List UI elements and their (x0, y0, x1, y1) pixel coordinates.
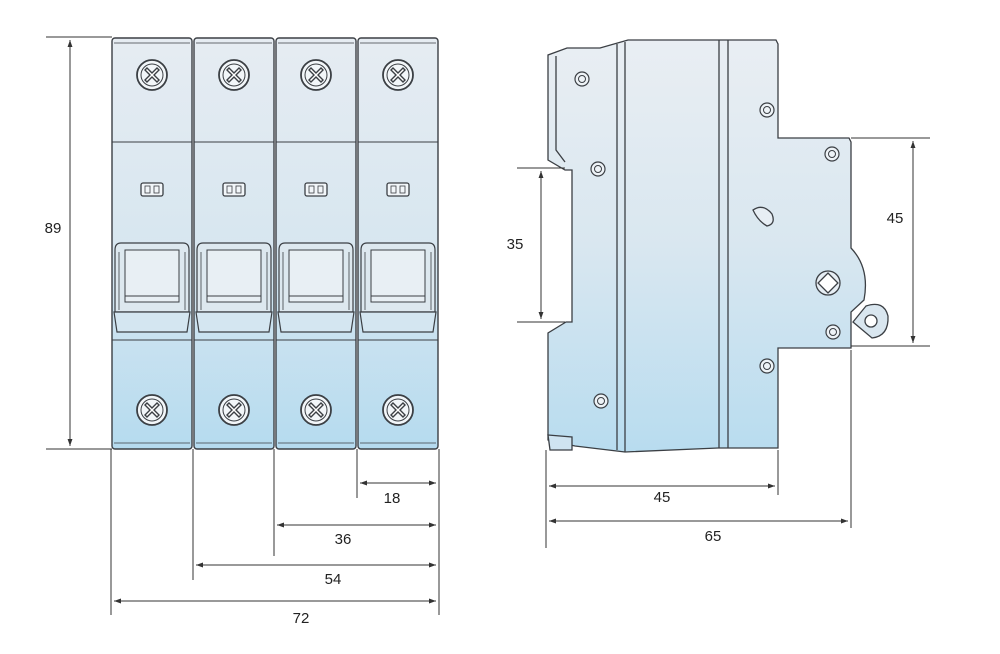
pole-3-top-screw-ring (304, 63, 328, 87)
pole-2-top-screw-ring (222, 63, 246, 87)
rivet-4-center (763, 106, 771, 114)
rivet-2 (590, 161, 606, 177)
pole-4-indicator-window (386, 182, 410, 197)
width-36-label: 36 (335, 531, 352, 548)
side-latch (752, 206, 774, 227)
height-label: 89 (45, 220, 62, 237)
rivet-5 (759, 358, 775, 374)
rear-terminal-hole (864, 314, 878, 328)
front-45-label: 45 (887, 210, 904, 227)
bottom-clip (547, 434, 573, 451)
pole-3-lever (288, 249, 344, 303)
pole-4-lever-base (359, 311, 437, 333)
rivet-3 (593, 393, 609, 409)
width-72-label: 72 (293, 610, 310, 627)
pole-2-indicator-cell-a (226, 185, 233, 194)
rail-35-label: 35 (507, 236, 524, 253)
pole-1-bottom-screw-cross (144, 402, 160, 418)
pole-1-indicator-window (140, 182, 164, 197)
rivet-6 (824, 146, 840, 162)
top-clip-detail (555, 56, 566, 163)
side-view (547, 39, 889, 453)
pole-2-indicator-cell-b (235, 185, 242, 194)
pole-2-lever (206, 249, 262, 303)
rivet-6-center (828, 150, 836, 158)
pole-3-lever-base (277, 311, 355, 333)
pole-4-top-screw-ring (386, 63, 410, 87)
pole-1-top-screw-cross (144, 67, 160, 83)
width-54-label: 54 (325, 571, 342, 588)
pole-1-lever (124, 249, 180, 303)
rivet-1 (574, 71, 590, 87)
rivet-3-center (597, 397, 605, 405)
pole-2-lever-base (195, 311, 273, 333)
pole-4-top-screw-cross (390, 67, 406, 83)
rivet-2-center (594, 165, 602, 173)
rivet-7 (825, 324, 841, 340)
pole-1-bottom-screw-ring (140, 398, 164, 422)
pole-4-lever (370, 249, 426, 303)
pole-4-indicator-cell-a (390, 185, 397, 194)
depth-65-label: 65 (705, 528, 722, 545)
front-dimensions (46, 36, 440, 615)
pole-2-top-screw-cross (226, 67, 242, 83)
pole-1-indicator-cell-b (153, 185, 160, 194)
front-poles (111, 37, 439, 450)
pole-1-indicator-cell-a (144, 185, 151, 194)
rivet-4 (759, 102, 775, 118)
rotary-knob-slot (817, 272, 839, 294)
pole-1-top-screw-ring (140, 63, 164, 87)
side-dimensions (517, 137, 930, 548)
pole-3-indicator-window (304, 182, 328, 197)
pole-2-bottom-screw-cross (226, 402, 242, 418)
rivet-1-center (578, 75, 586, 83)
pole-2-bottom-screw-ring (222, 398, 246, 422)
side-rivets (574, 71, 841, 409)
pole-1-lever-base (113, 311, 191, 333)
front-view (111, 37, 439, 450)
rivet-7-center (829, 328, 837, 336)
side-body-outline (547, 39, 867, 453)
pole-4-bottom-screw-ring (386, 398, 410, 422)
pole-3-bottom-screw-ring (304, 398, 328, 422)
pole-3-indicator-cell-b (317, 185, 324, 194)
pole-4-indicator-cell-b (399, 185, 406, 194)
rivet-5-center (763, 362, 771, 370)
pole-3-bottom-screw-cross (308, 402, 324, 418)
pole-3-top-screw-cross (308, 67, 324, 83)
width-18-label: 18 (384, 490, 401, 507)
pole-2-indicator-window (222, 182, 246, 197)
pole-4-bottom-screw-cross (390, 402, 406, 418)
depth-45-label: 45 (654, 489, 671, 506)
pole-3-indicator-cell-a (308, 185, 315, 194)
